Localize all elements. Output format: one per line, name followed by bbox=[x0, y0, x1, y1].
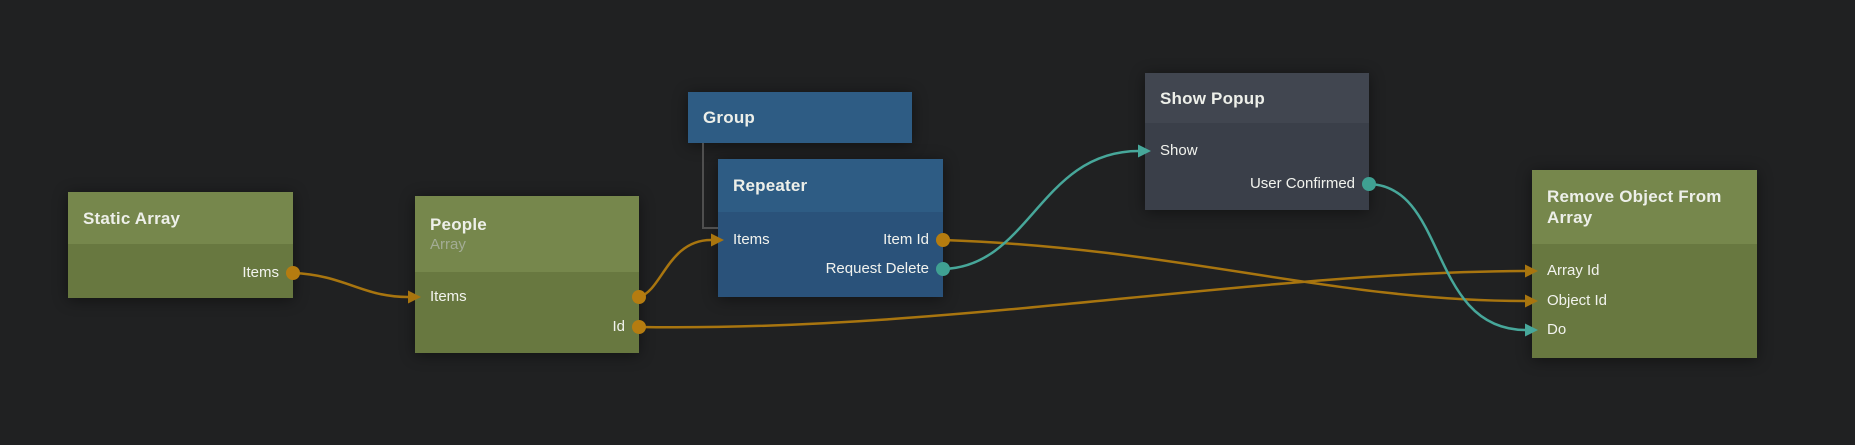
port-remove-array-id-input[interactable]: Array Id bbox=[1547, 262, 1600, 279]
node-repeater-header[interactable]: Repeater bbox=[718, 159, 943, 212]
port-people-id-output[interactable]: Id bbox=[612, 318, 625, 335]
node-show-popup-header[interactable]: Show Popup bbox=[1145, 73, 1369, 123]
port-repeater-item-id-output[interactable]: Item Id bbox=[883, 231, 929, 248]
node-people[interactable]: People Array Items Id bbox=[415, 196, 639, 353]
wire-repeater-item-id-to-remove-object-id[interactable] bbox=[942, 238, 1527, 303]
node-subtitle: Array bbox=[430, 235, 466, 253]
wire-people-items-to-repeater-items[interactable] bbox=[638, 238, 712, 299]
node-remove-object-from-array-header[interactable]: Remove Object From Array bbox=[1532, 170, 1757, 244]
node-remove-object-from-array[interactable]: Remove Object From Array Array Id Object… bbox=[1532, 170, 1757, 358]
node-title: Static Array bbox=[83, 208, 181, 228]
node-group-header[interactable]: Group bbox=[688, 92, 912, 143]
node-people-header[interactable]: People Array bbox=[415, 196, 639, 272]
port-show-popup-show-input[interactable]: Show bbox=[1160, 142, 1198, 159]
wire-show-popup-user-confirmed-to-remove-do[interactable] bbox=[1368, 182, 1527, 332]
node-title: Remove Object From Array bbox=[1547, 187, 1722, 227]
node-show-popup[interactable]: Show Popup Show User Confirmed bbox=[1145, 73, 1369, 210]
port-repeater-items-input[interactable]: Items bbox=[733, 231, 770, 248]
port-remove-object-id-input[interactable]: Object Id bbox=[1547, 292, 1608, 309]
node-static-array-header[interactable]: Static Array bbox=[68, 192, 293, 244]
port-people-items[interactable]: Items bbox=[430, 288, 467, 305]
node-static-array[interactable]: Static Array Items bbox=[68, 192, 293, 298]
wire-static-array-items-to-people-items[interactable] bbox=[292, 271, 409, 299]
port-repeater-request-delete-output[interactable]: Request Delete bbox=[825, 260, 929, 277]
node-title: Show Popup bbox=[1160, 88, 1265, 108]
node-title: Repeater bbox=[733, 176, 808, 195]
node-title: Group bbox=[703, 108, 755, 127]
port-remove-do-input[interactable]: Do bbox=[1547, 321, 1567, 338]
node-title: People bbox=[430, 214, 487, 234]
node-repeater[interactable]: Repeater Items Item Id Request Delete bbox=[718, 159, 943, 297]
port-static-array-items-output[interactable]: Items bbox=[242, 264, 279, 281]
hierarchy-connector-group-repeater bbox=[702, 143, 718, 229]
node-group[interactable]: Group bbox=[688, 92, 912, 143]
port-show-popup-user-confirmed-output[interactable]: User Confirmed bbox=[1249, 175, 1355, 192]
wire-repeater-request-delete-to-show-popup-show[interactable] bbox=[942, 149, 1140, 271]
